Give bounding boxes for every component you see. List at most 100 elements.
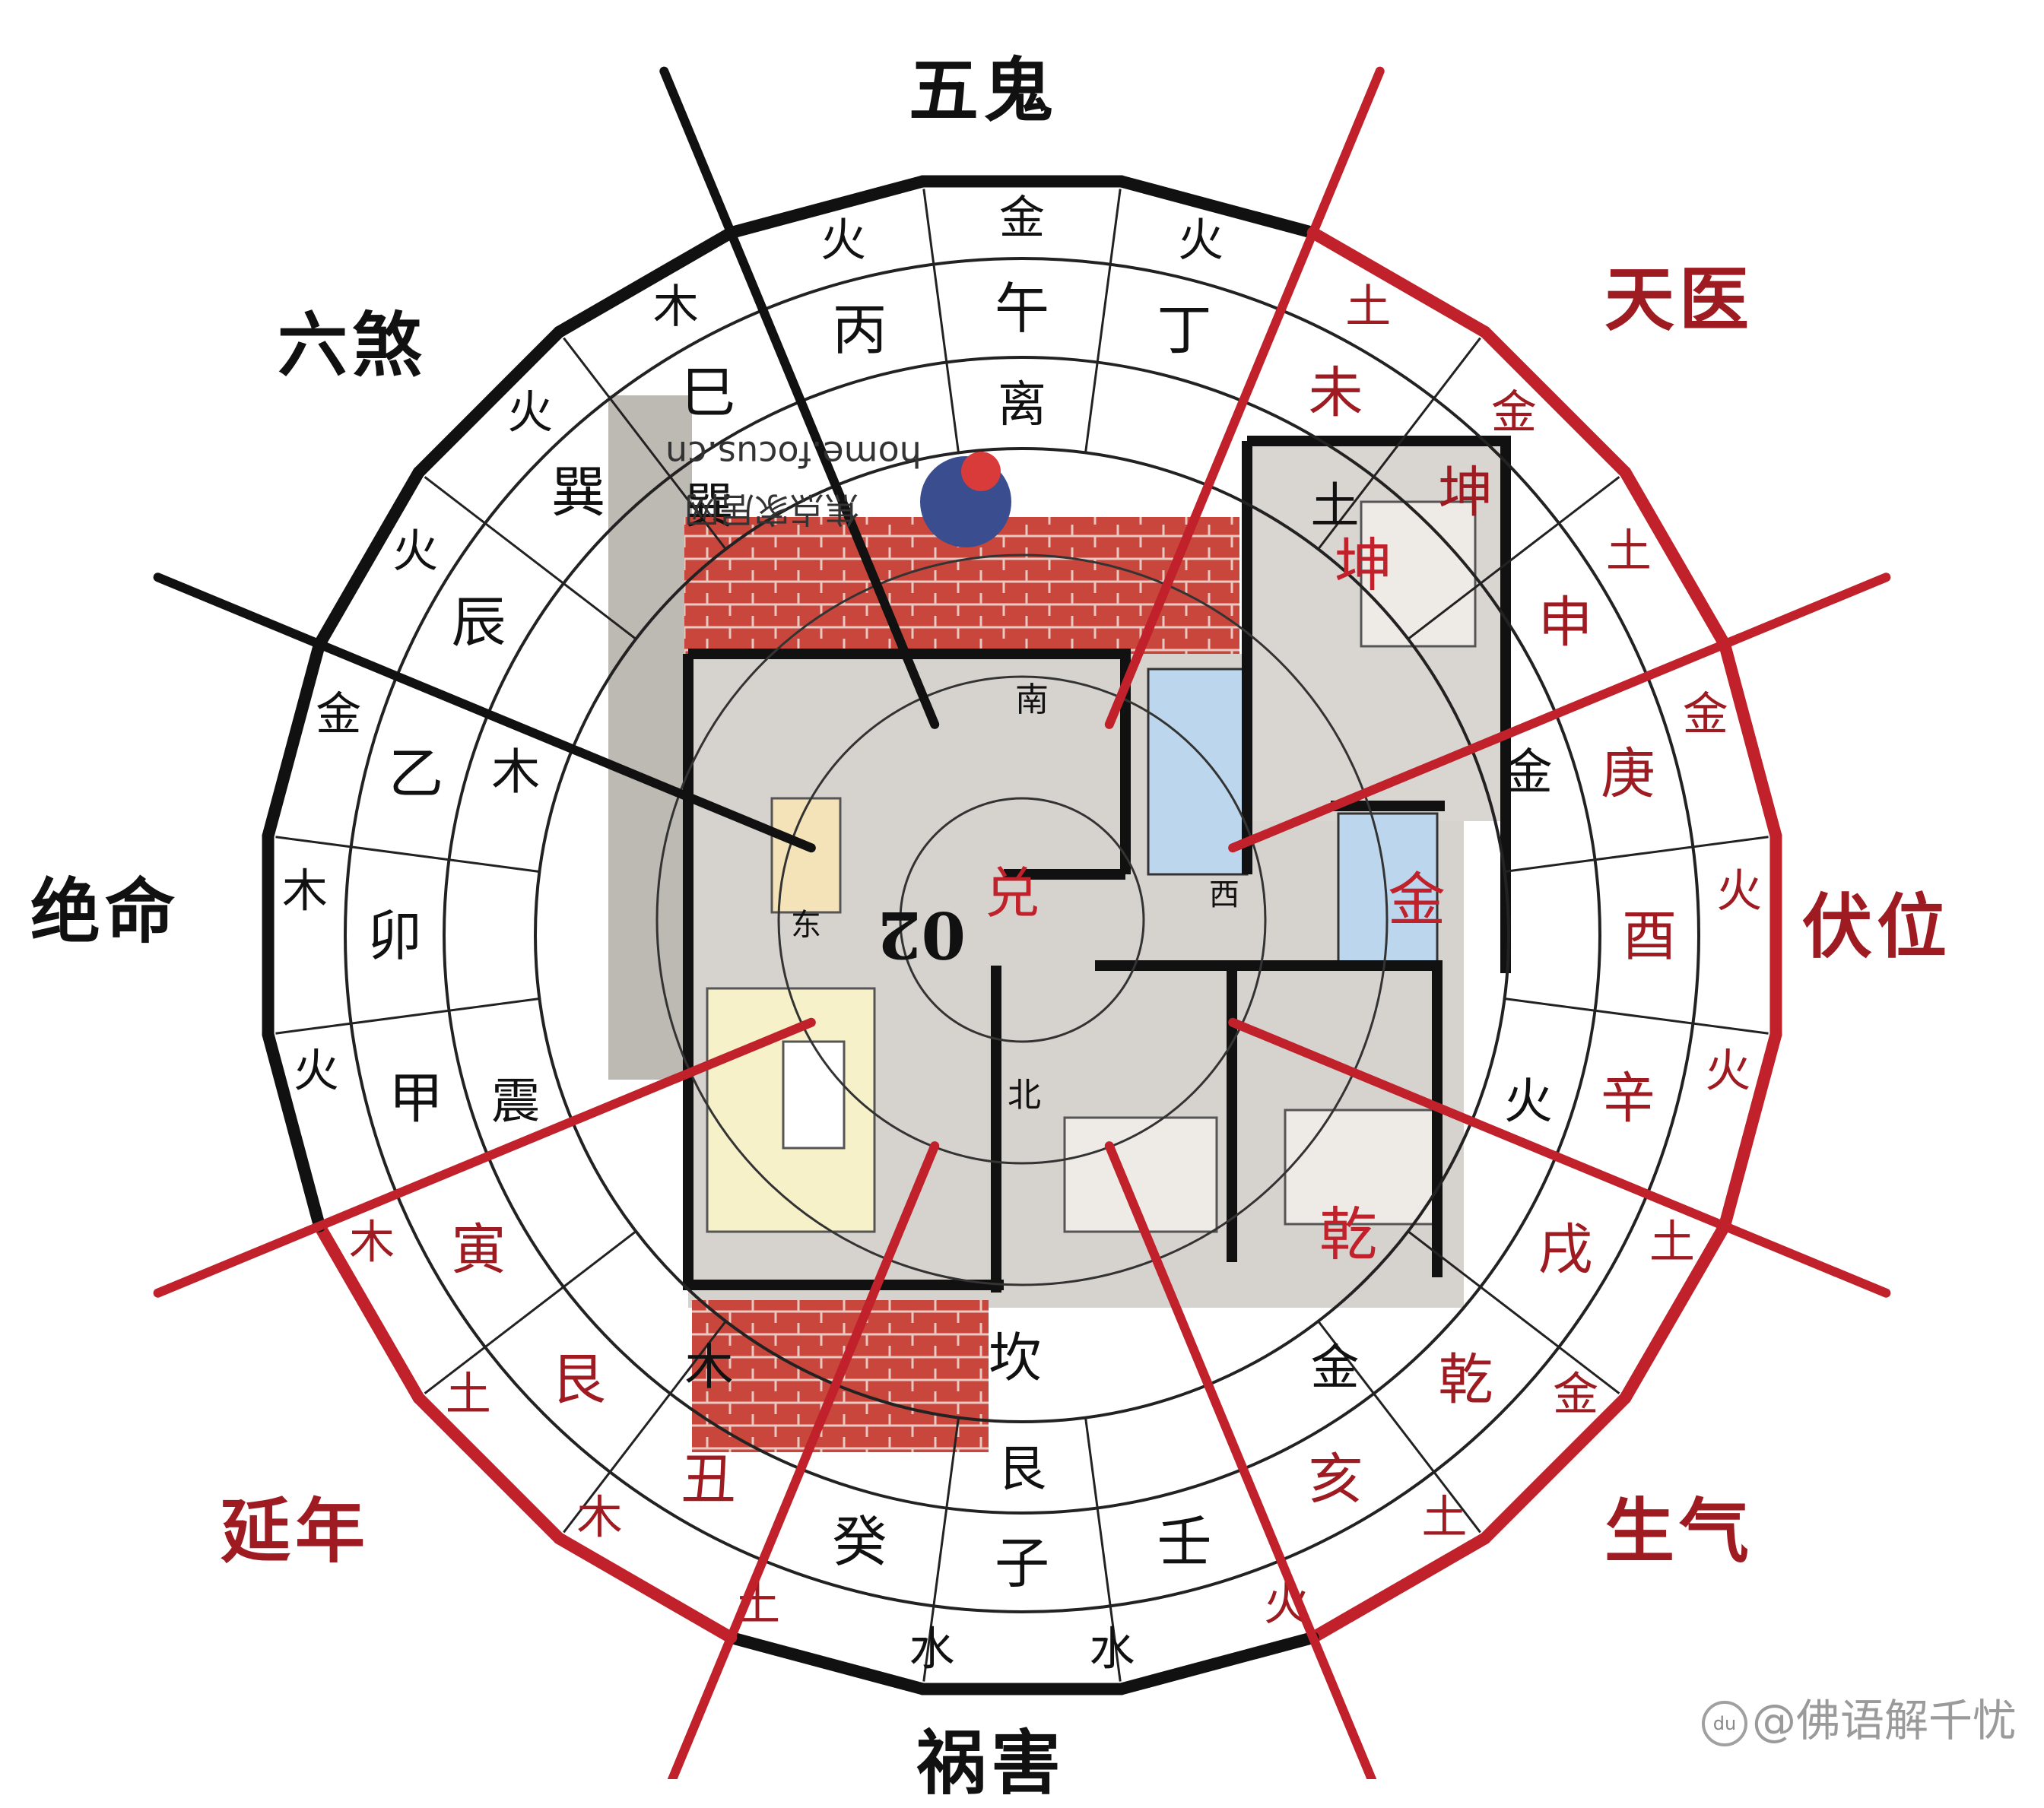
ring-spoke [1084, 1417, 1122, 1682]
outer-border-segment [553, 227, 738, 338]
outer-label-huohai: 祸害 [916, 1722, 1066, 1804]
ring-spoke [424, 1230, 637, 1394]
outer-label-fuwei: 伏位 [1802, 886, 1952, 968]
mountain-char: 乙 [389, 741, 443, 805]
ring-spoke [275, 836, 540, 873]
outer-ring-char: 金 [1553, 1368, 1598, 1421]
center-ring-outer [655, 554, 1389, 1286]
outer-ring-char: 火 [392, 525, 438, 579]
outer-ring-char: 火 [820, 214, 866, 268]
mountain-char: 辰 [452, 591, 506, 655]
mountain-char: 巽 [551, 461, 606, 525]
ring-circle-2 [534, 447, 1510, 1423]
outer-ring-char: 火 [1178, 214, 1224, 268]
mountain-char: 申 [1538, 591, 1592, 655]
plan-labels: 南 北 东 西 兑 02 坤 乾 金 坎 [791, 531, 1446, 1389]
mountain-char: 丙 [832, 298, 887, 362]
outer-ring-char: 金 [1491, 386, 1537, 439]
outer-ring-char: 木 [282, 865, 328, 918]
outer-ring-char: 水 [909, 1623, 955, 1676]
outer-ring-char: 木 [653, 281, 699, 334]
mountain-char: 艮 [551, 1347, 606, 1411]
outer-ring-char: 金 [1683, 688, 1728, 741]
outer-ring-char: 土 [1421, 1492, 1467, 1545]
mountain-char: 甲 [389, 1067, 443, 1131]
outer-border-segment [1718, 1028, 1782, 1232]
ring-spoke [424, 476, 637, 640]
sector-divider [667, 1141, 940, 1779]
stair-area [608, 395, 692, 1080]
outer-ring-char: 金 [316, 688, 361, 741]
mountain-char: 乾 [1438, 1347, 1493, 1411]
outer-border-segment [1718, 638, 1782, 842]
mountain-char: 丑 [681, 1447, 735, 1511]
mountain-char: 辛 [1601, 1067, 1655, 1131]
outer-border-segment [412, 325, 566, 479]
mountain-char: 癸 [832, 1510, 887, 1574]
outer-border-segment [313, 1220, 425, 1404]
label-kan: 坎 [989, 1327, 1042, 1389]
ring-spoke [1084, 189, 1122, 453]
outer-border-segment [412, 1391, 566, 1545]
inner-ring-char: 木 [491, 745, 540, 801]
inner-ring-char: 土 [1310, 479, 1359, 535]
sector-divider [1228, 573, 1891, 853]
outer-ring-char: 土 [446, 1368, 491, 1421]
ring-spoke [1317, 1320, 1481, 1534]
outer-ring-char: 火 [1705, 1045, 1750, 1098]
center-ring-inner [899, 797, 1145, 1043]
dining-table [770, 797, 842, 914]
outer-border-segment [553, 1532, 738, 1644]
outer-border-segment [1619, 466, 1731, 651]
outer-border-segment [1115, 1631, 1319, 1695]
bathroom-1 [1147, 668, 1249, 876]
mountain-char: 壬 [1157, 1510, 1212, 1574]
label-east: 东 [791, 908, 821, 943]
bed-south-2 [1284, 1109, 1439, 1226]
outer-border-segment [262, 1028, 326, 1232]
label-north: 北 [1008, 1076, 1041, 1115]
outer-ring-char: 木 [349, 1216, 395, 1269]
inner-ring-char: 木 [685, 1340, 734, 1396]
outer-ring-char: 火 [294, 1045, 339, 1098]
sector-divider [1228, 1017, 1891, 1298]
outer-border-segment [725, 175, 929, 239]
mountain-char: 丁 [1157, 298, 1212, 362]
label-number: 02 [877, 897, 966, 972]
ring-spoke [1504, 998, 1769, 1035]
mountain-char: 庚 [1601, 741, 1655, 805]
inner-ring-char: 金 [1504, 745, 1553, 801]
label-qian: 乾 [1319, 1201, 1377, 1268]
mountain-char: 未 [1308, 361, 1363, 425]
inner-ring-char: 金 [1310, 1340, 1359, 1396]
ring-spoke [563, 337, 727, 550]
sector-divider [659, 66, 940, 729]
ring-spoke [922, 189, 960, 453]
outer-ring-char: 土 [1649, 1216, 1695, 1269]
plan-watermark-brand: 焦点家居网 [684, 487, 859, 537]
logo-mark [920, 452, 1011, 547]
ring-spoke [1317, 337, 1481, 550]
outer-border-segment [262, 638, 326, 842]
label-kun: 坤 [1335, 531, 1392, 599]
outer-border-segment [313, 466, 425, 651]
outer-border-segment [725, 1631, 929, 1695]
label-south: 南 [1015, 680, 1049, 719]
ring-spoke [275, 998, 540, 1035]
sector-divider [153, 1017, 816, 1298]
label-dui: 兑 [985, 861, 1039, 925]
mountain-char: 午 [995, 277, 1049, 341]
outer-ring-char: 木 [577, 1492, 623, 1545]
outer-border-segment [1619, 1220, 1731, 1404]
inner-ring-char: 艮 [998, 1442, 1046, 1498]
ring-circle-0 [344, 257, 1700, 1613]
inner-ring-char: 震 [491, 1074, 540, 1130]
ring-spoke [1504, 836, 1769, 873]
outer-label-liusha: 六煞 [278, 304, 427, 386]
outer-ring-char: 火 [1716, 865, 1762, 918]
outer-ring-char: 土 [1345, 281, 1391, 334]
paw-icon: du [1701, 1700, 1747, 1746]
mountain-char: 子 [995, 1531, 1049, 1595]
ring-circle-1 [443, 356, 1601, 1515]
mountain-char: 酉 [1622, 904, 1677, 968]
